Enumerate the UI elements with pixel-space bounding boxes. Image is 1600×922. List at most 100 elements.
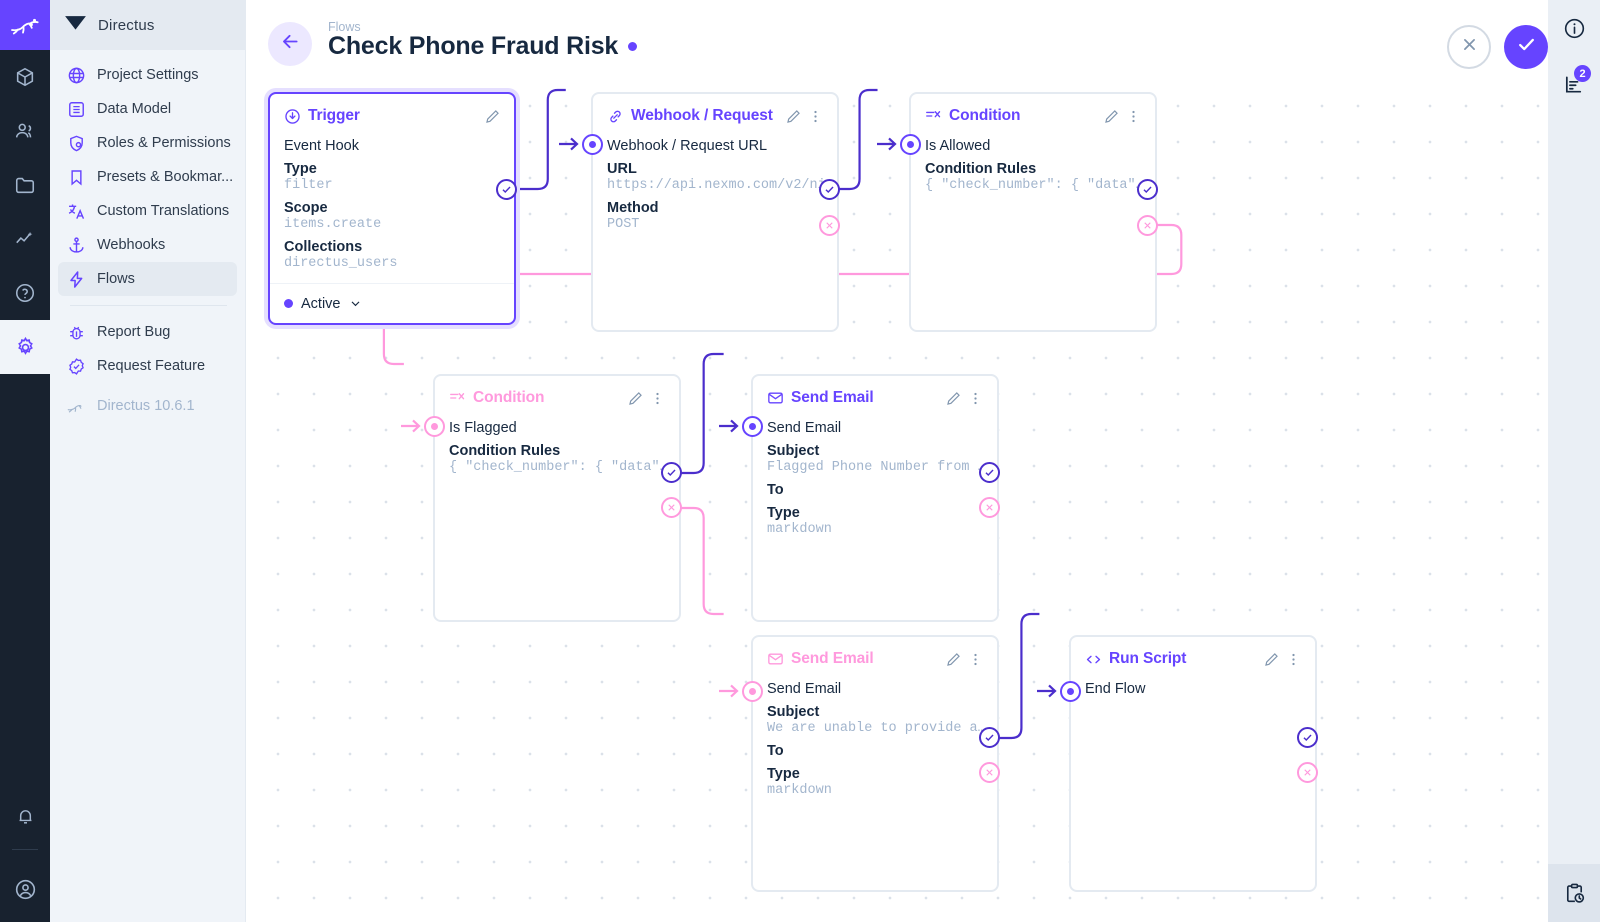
port-condition-allowed-input[interactable] (900, 134, 921, 155)
sidebar-item-roles-permissions[interactable]: Roles & Permissions (58, 126, 237, 160)
node-run-script[interactable]: Run Script End Flow (1069, 635, 1317, 892)
node-trigger[interactable]: Trigger Event Hook Type filter Scope ite… (268, 92, 516, 325)
node-send-email-flagged[interactable]: Send Email Send Email Subject Flagged Ph… (751, 374, 999, 622)
edit-pencil-icon[interactable] (1261, 649, 1281, 669)
node-header[interactable]: Condition (435, 376, 679, 420)
port-trigger-success[interactable] (496, 179, 517, 200)
page-title: Check Phone Fraud Risk (328, 32, 619, 60)
flow-canvas[interactable]: Trigger Event Hook Type filter Scope ite… (246, 82, 1600, 922)
more-options-icon[interactable] (1283, 649, 1303, 669)
node-header[interactable]: Trigger (270, 94, 514, 138)
port-webhook-input[interactable] (582, 134, 603, 155)
status-label: Active (301, 295, 341, 312)
sidebar-item-webhooks[interactable]: Webhooks (58, 228, 237, 262)
account-icon[interactable] (0, 856, 50, 922)
rail-item-files[interactable] (0, 158, 50, 212)
more-options-icon[interactable] (805, 106, 825, 126)
rail-item-insights[interactable] (0, 212, 50, 266)
sidebar-item-project-settings[interactable]: Project Settings (58, 58, 237, 92)
node-actions (482, 106, 502, 126)
sidebar-item-request-feature[interactable]: Request Feature (58, 349, 237, 383)
field-label: Subject (767, 704, 820, 720)
more-options-icon[interactable] (965, 649, 985, 669)
field-value: items.create (284, 217, 382, 232)
info-icon[interactable] (1548, 0, 1600, 56)
rail-item-settings[interactable] (0, 320, 50, 374)
notifications-icon[interactable] (0, 789, 50, 843)
edit-pencil-icon[interactable] (943, 388, 963, 408)
port-send-email-unable-reject[interactable] (979, 762, 1000, 783)
port-condition-flagged-success[interactable] (661, 462, 682, 483)
node-header[interactable]: Send Email (753, 376, 997, 420)
port-send-email-unable-success[interactable] (979, 727, 1000, 748)
port-send-email-flagged-reject[interactable] (979, 497, 1000, 518)
edit-pencil-icon[interactable] (943, 649, 963, 669)
node-body: Send Email Subject Flagged Phone Number … (753, 420, 997, 549)
breadcrumb[interactable]: Flows (328, 20, 361, 34)
directus-rabbit-icon (66, 396, 87, 417)
field-label: Type (284, 161, 317, 177)
sidebar-item-flows[interactable]: Flows (58, 262, 237, 296)
node-condition-allowed[interactable]: Condition Is Allowed Condition Rules { "… (909, 92, 1157, 332)
bug-icon (66, 322, 87, 343)
sidebar-item-report-bug[interactable]: Report Bug (58, 315, 237, 349)
edit-pencil-icon[interactable] (1101, 106, 1121, 126)
sidebar-item-presets-bookmarks[interactable]: Presets & Bookmar... (58, 160, 237, 194)
node-send-email-unable[interactable]: Send Email Send Email Subject We are una… (751, 635, 999, 892)
node-header[interactable]: Run Script (1071, 637, 1315, 681)
node-header[interactable]: Webhook / Request U (593, 94, 837, 138)
flow-logs-icon[interactable]: 2 (1548, 56, 1600, 112)
node-body: Is Flagged Condition Rules { "check_numb… (435, 420, 679, 487)
arrow-to-webhook (559, 137, 579, 151)
sidebar-item-label: Webhooks (97, 237, 166, 253)
port-webhook-success[interactable] (819, 179, 840, 200)
rail-item-content[interactable] (0, 50, 50, 104)
port-send-email-flagged-input[interactable] (742, 416, 763, 437)
node-body: Send Email Subject We are unable to prov… (753, 681, 997, 810)
rail-item-users[interactable] (0, 104, 50, 158)
sidebar-item-label: Roles & Permissions (97, 135, 231, 151)
more-options-icon[interactable] (1123, 106, 1143, 126)
edit-pencil-icon[interactable] (482, 106, 502, 126)
cancel-button[interactable] (1447, 25, 1491, 69)
port-condition-allowed-success[interactable] (1137, 179, 1158, 200)
node-status-dropdown[interactable]: Active (270, 283, 514, 323)
port-webhook-reject[interactable] (819, 215, 840, 236)
header-actions (1447, 25, 1548, 69)
port-run-script-success[interactable] (1297, 727, 1318, 748)
version-label: Directus 10.6.1 (97, 398, 195, 414)
sidebar-title: Directus (98, 16, 155, 34)
clipboard-clock-icon[interactable] (1548, 864, 1600, 922)
save-button[interactable] (1504, 25, 1548, 69)
port-send-email-unable-input[interactable] (742, 681, 763, 702)
more-options-icon[interactable] (965, 388, 985, 408)
sidebar-item-data-model[interactable]: Data Model (58, 92, 237, 126)
port-condition-flagged-reject[interactable] (661, 497, 682, 518)
node-condition-flagged[interactable]: Condition Is Flagged Condition Rules { "… (433, 374, 681, 622)
page-title-row: Check Phone Fraud Risk (328, 32, 638, 61)
anchor-icon (66, 235, 87, 256)
port-run-script-input[interactable] (1060, 681, 1081, 702)
rail-item-help[interactable] (0, 266, 50, 320)
node-header[interactable]: Condition (911, 94, 1155, 138)
directus-logo[interactable] (0, 0, 50, 50)
link-icon (607, 108, 624, 125)
chevron-down-icon[interactable] (349, 297, 362, 310)
node-title: Trigger (308, 107, 360, 124)
node-name: Send Email (767, 420, 842, 436)
edit-pencil-icon[interactable] (625, 388, 645, 408)
sidebar-header[interactable]: Directus (50, 0, 245, 50)
field-value: markdown (767, 783, 832, 798)
edit-pencil-icon[interactable] (783, 106, 803, 126)
more-options-icon[interactable] (647, 388, 667, 408)
back-button[interactable] (268, 22, 312, 66)
sidebar-item-custom-translations[interactable]: Custom Translations (58, 194, 237, 228)
port-run-script-reject[interactable] (1297, 762, 1318, 783)
list-box-icon (66, 99, 87, 120)
port-send-email-flagged-success[interactable] (979, 462, 1000, 483)
node-webhook[interactable]: Webhook / Request U Webhook / Request UR… (591, 92, 839, 332)
port-condition-allowed-reject[interactable] (1137, 215, 1158, 236)
port-condition-flagged-input[interactable] (424, 416, 445, 437)
sidebar-nav: Project Settings Data Model Roles & Perm… (50, 50, 245, 423)
node-header[interactable]: Send Email (753, 637, 997, 681)
